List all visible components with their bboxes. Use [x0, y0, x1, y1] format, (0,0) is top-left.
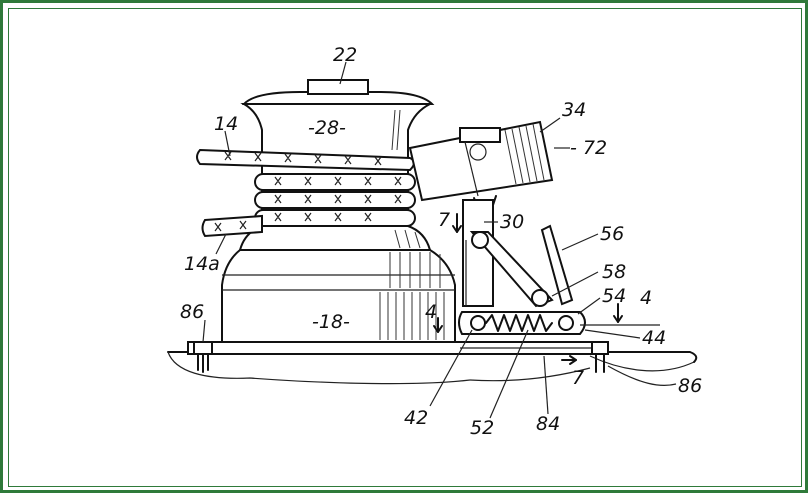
label-28: -28- — [308, 117, 346, 139]
bolt-86-right — [591, 341, 609, 373]
label-14a: 14a — [184, 253, 220, 275]
label-86-right: 86 — [678, 375, 702, 397]
linkage-56 — [469, 224, 574, 308]
label-22: 22 — [333, 44, 357, 66]
rope-crosses — [214, 151, 402, 232]
label-54: 54 — [602, 285, 626, 307]
base-shading — [379, 252, 445, 340]
figure-inner-border — [8, 8, 802, 487]
label-7-bottom: 7 — [572, 367, 584, 389]
leader-lines — [202, 61, 677, 419]
motor-34 — [408, 120, 554, 209]
reference-labels: 22 -28- 14 14a 34 - 72 7 30 56 58 54 4 4… — [180, 44, 702, 439]
label-30: 30 — [500, 211, 524, 233]
label-52: 52 — [470, 417, 494, 439]
label-56: 56 — [600, 223, 624, 245]
label-4-left: 4 — [425, 301, 437, 323]
label-58: 58 — [602, 261, 626, 283]
label-84: 84 — [536, 413, 560, 435]
label-18: -18- — [312, 311, 350, 333]
label-86-left: 86 — [180, 301, 204, 323]
label-34: 34 — [562, 99, 586, 121]
shaft-top-22 — [307, 79, 369, 95]
label-14: 14 — [214, 113, 238, 135]
section-line-7 — [452, 213, 577, 365]
base-plate — [187, 341, 609, 355]
spring-52 — [485, 314, 553, 332]
drum-shoulder — [238, 225, 432, 251]
motor-hatching — [504, 123, 545, 185]
mount-post-30 — [462, 199, 494, 307]
winch-base-18 — [221, 249, 456, 343]
label-7-top: 7 — [438, 209, 450, 231]
section-line-4 — [433, 303, 660, 333]
label-44: 44 — [642, 327, 666, 349]
deck-surface — [167, 351, 698, 385]
rope-14 — [196, 148, 416, 238]
tension-slide-44 — [458, 311, 586, 335]
label-42: 42 — [404, 407, 428, 429]
label-4-right: 4 — [640, 287, 652, 309]
bolt-86-left — [193, 341, 213, 373]
label-72: - 72 — [570, 137, 607, 159]
